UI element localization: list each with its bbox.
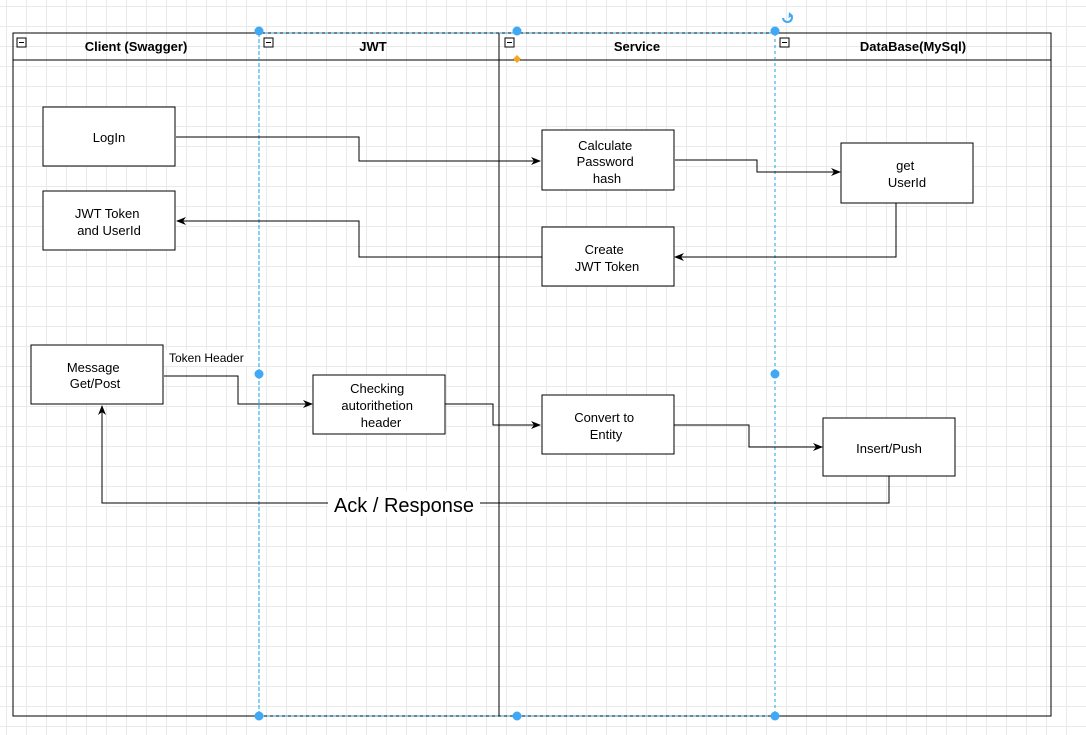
box-message-line: Message [67, 360, 120, 375]
edge-message-to-checking[interactable] [164, 375, 313, 408]
box-insert-push-line: Insert/Push [856, 441, 922, 456]
svg-text:Calculate Password: Calculate Password hash [577, 138, 638, 186]
lane-database[interactable]: DataBase(MySql) [779, 37, 966, 54]
edge-create-jwt-to-jwt-token[interactable] [176, 217, 542, 258]
anchor-diamond-icon[interactable] [513, 55, 521, 63]
box-convert-line: Entity [590, 427, 623, 442]
edge-get-userid-to-create-jwt[interactable] [674, 203, 897, 261]
box-login[interactable]: LogIn [42, 106, 176, 167]
box-create-jwt-line: Create [585, 242, 624, 257]
box-jwt-token-line: JWT Token [75, 206, 140, 221]
box-calc-hash-line: Calculate [578, 138, 632, 153]
lane-jwt[interactable]: JWT [263, 37, 387, 54]
svg-text:Create JWT Token: Create JWT Token [575, 242, 640, 274]
edge-label-token-header[interactable]: Token Header [169, 351, 244, 365]
box-message-line: Get/Post [70, 376, 121, 391]
box-message[interactable]: Message Get/Post [30, 344, 164, 405]
box-checking[interactable]: Checking autorithetion header [312, 374, 446, 435]
svg-text:Convert to Entity: Convert to Entity [574, 410, 638, 442]
svg-text:Insert/Push: Insert/Push [856, 441, 922, 456]
box-jwt-token-userid[interactable]: JWT Token and UserId [42, 190, 176, 251]
box-get-userid-line: UserId [888, 175, 926, 190]
box-calc-hash-line: hash [593, 171, 621, 186]
box-create-jwt-line: JWT Token [575, 259, 640, 274]
selection-handles[interactable] [254, 12, 794, 721]
lane-client[interactable]: Client (Swagger) [16, 37, 188, 54]
edge-checking-to-convert[interactable] [445, 403, 541, 429]
lane-title-database: DataBase(MySql) [860, 39, 966, 54]
svg-text:Checking autorithetion: Checking autorithetion header [341, 381, 416, 430]
box-convert-line: Convert to [574, 410, 634, 425]
resize-handle[interactable] [770, 711, 780, 721]
svg-text:Message Get/Post: Message Get/Post [67, 360, 123, 391]
resize-handle[interactable] [254, 26, 264, 36]
box-get-userid-line: get [896, 158, 914, 173]
lane-service[interactable]: Service [504, 37, 660, 54]
edge-labels: Token Header Ack / Response [166, 350, 480, 517]
box-jwt-token-line: and UserId [77, 223, 141, 238]
edges [98, 136, 897, 504]
resize-handle[interactable] [770, 369, 780, 379]
box-convert[interactable]: Convert to Entity [541, 394, 675, 455]
resize-handle[interactable] [254, 369, 264, 379]
resize-handle[interactable] [254, 711, 264, 721]
box-checking-line: header [361, 415, 402, 430]
box-checking-line: autorithetion [341, 398, 413, 413]
box-login-line: LogIn [93, 130, 126, 145]
edge-label-ack-response[interactable]: Ack / Response [334, 495, 474, 517]
resize-handle[interactable] [512, 711, 522, 721]
edge-convert-to-insert[interactable] [674, 424, 823, 451]
lane-title-service: Service [614, 39, 660, 54]
edge-insert-to-message[interactable] [98, 405, 890, 504]
box-insert-push[interactable]: Insert/Push [822, 417, 956, 477]
edge-calc-hash-to-get-userid[interactable] [675, 159, 841, 176]
svg-text:get UserId: get UserId [888, 158, 926, 190]
box-calc-hash-line: Password [577, 154, 634, 169]
box-checking-line: Checking [350, 381, 404, 396]
resize-handle[interactable] [770, 26, 780, 36]
resize-handle[interactable] [512, 26, 522, 36]
box-create-jwt[interactable]: Create JWT Token [541, 226, 675, 287]
edge-login-to-calc-hash[interactable] [176, 136, 541, 165]
rotate-icon[interactable] [782, 12, 793, 23]
box-calc-hash[interactable]: Calculate Password hash [541, 129, 675, 191]
svg-text:JWT Token and UserId: JWT Token and UserId [75, 206, 143, 238]
box-get-userid[interactable]: get UserId [840, 142, 974, 204]
lane-title-jwt: JWT [359, 39, 387, 54]
svg-text:LogIn: LogIn [93, 130, 126, 145]
lane-title-client: Client (Swagger) [85, 39, 188, 54]
